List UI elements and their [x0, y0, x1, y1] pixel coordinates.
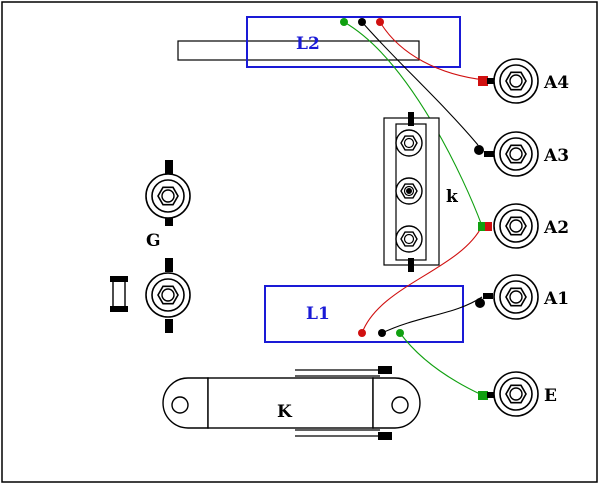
a4-label: A4 — [543, 73, 569, 93]
l1-green-terminal — [396, 329, 404, 337]
terminal-a4 — [478, 58, 539, 104]
l1-red-terminal — [358, 329, 366, 337]
l2-green-terminal — [340, 18, 348, 26]
terminal-a2 — [478, 203, 539, 249]
k-big-label: K — [277, 402, 293, 422]
wire-l2-red-to-a4 — [379, 21, 486, 81]
e-label: E — [544, 386, 557, 406]
k-small-label: k — [446, 187, 459, 207]
wire-l2-black-to-a3 — [361, 21, 479, 146]
g-label: G — [146, 231, 161, 251]
terminal-a1 — [475, 274, 539, 320]
terminal-g-lower — [145, 258, 191, 333]
l2-label: L2 — [296, 34, 320, 54]
switch-big-k — [162, 366, 421, 440]
l1-label: L1 — [306, 304, 330, 324]
switch-k — [383, 112, 440, 272]
terminal-e — [478, 371, 539, 417]
a1-label: A1 — [543, 289, 569, 309]
l2-coil-box — [246, 16, 461, 68]
wire-l1-black-to-a1 — [381, 296, 483, 334]
l1-black-terminal — [378, 329, 386, 337]
l2-core-bar — [177, 40, 420, 61]
wire-l1-green-to-e — [399, 332, 483, 396]
a2-label: A2 — [543, 218, 569, 238]
terminal-g-upper — [145, 160, 191, 226]
wire-l1-red-to-a2 — [361, 225, 483, 334]
side-clip — [110, 276, 128, 312]
a3-label: A3 — [543, 146, 569, 166]
l2-black-terminal — [358, 18, 366, 26]
l2-red-terminal — [376, 18, 384, 26]
terminal-a3 — [474, 131, 539, 177]
